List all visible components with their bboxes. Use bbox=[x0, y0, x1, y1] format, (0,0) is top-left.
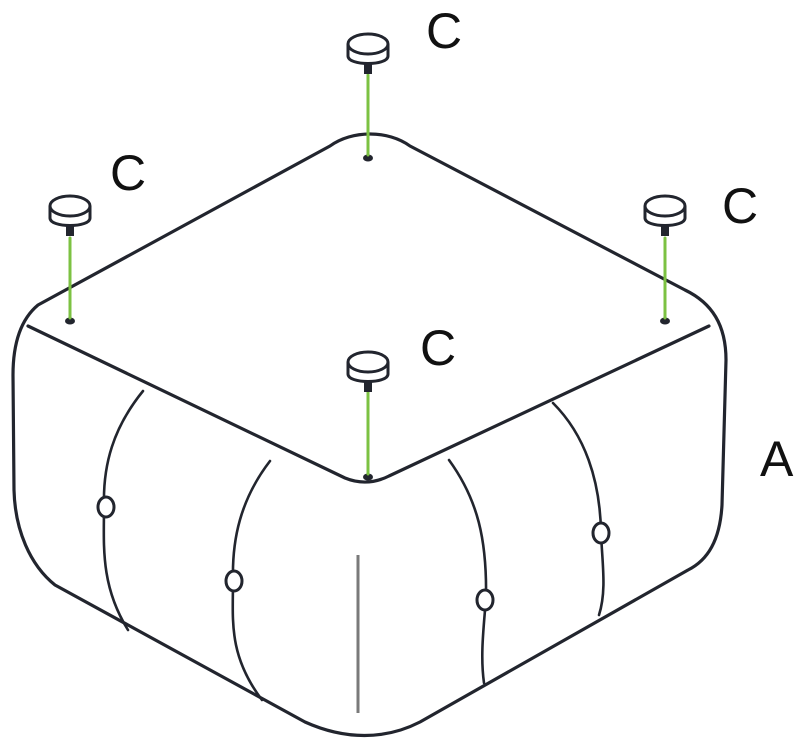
ottoman-body bbox=[11, 132, 728, 738]
foot-stud bbox=[364, 62, 372, 74]
screw-holes bbox=[65, 154, 670, 481]
foot-cap bbox=[643, 194, 687, 218]
button-icon bbox=[224, 569, 244, 593]
foot-icon bbox=[346, 350, 390, 392]
alignment-rods bbox=[68, 73, 667, 476]
feet-group bbox=[48, 32, 687, 392]
button-icon bbox=[475, 588, 495, 612]
seam-right-1 bbox=[447, 458, 488, 685]
foot-label: C bbox=[722, 178, 758, 234]
top-panel-edge bbox=[26, 324, 711, 484]
foot-label: C bbox=[426, 3, 462, 59]
hole-icon bbox=[65, 317, 75, 325]
foot-cap bbox=[346, 32, 390, 56]
foot-label: C bbox=[110, 145, 146, 201]
ottoman-silhouette bbox=[11, 132, 728, 738]
foot-stud bbox=[364, 380, 372, 392]
part-label: A bbox=[760, 431, 794, 487]
button-icon bbox=[591, 521, 611, 545]
foot-cap bbox=[346, 350, 390, 374]
foot-icon bbox=[346, 32, 390, 74]
hole-icon bbox=[660, 317, 670, 325]
foot-icon bbox=[48, 194, 92, 236]
foot-stud bbox=[661, 224, 669, 236]
seam-right-2 bbox=[551, 401, 605, 617]
foot-label: C bbox=[420, 320, 456, 376]
foot-icon bbox=[643, 194, 687, 236]
button-icon bbox=[96, 495, 116, 519]
foot-stud bbox=[66, 224, 74, 236]
hole-icon bbox=[363, 473, 373, 481]
hole-icon bbox=[363, 154, 373, 162]
foot-cap bbox=[48, 194, 92, 218]
